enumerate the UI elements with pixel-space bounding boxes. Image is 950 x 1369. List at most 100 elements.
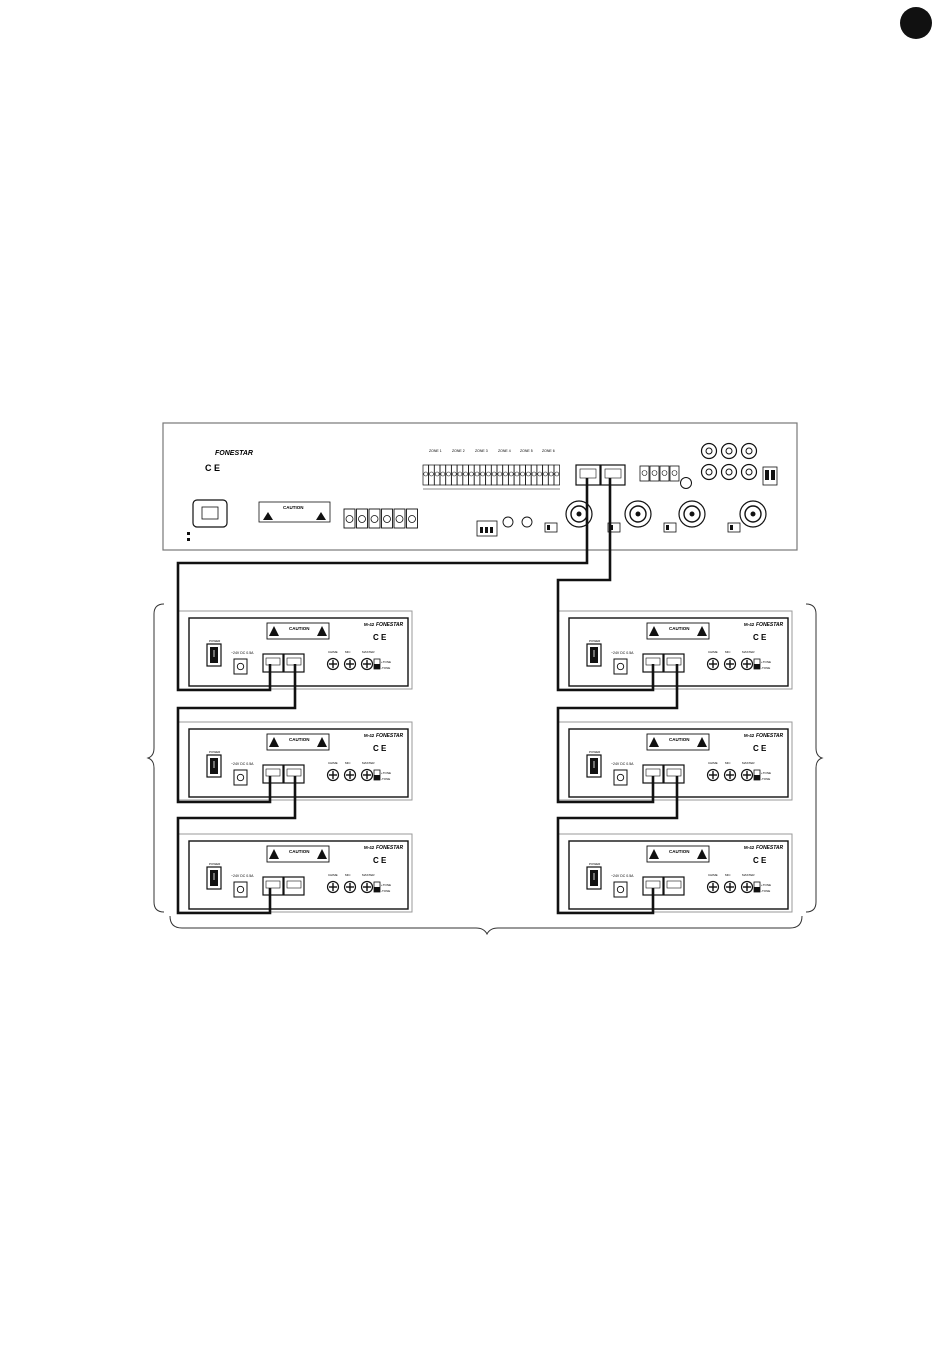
zone-label: ZONE 4 [498, 449, 511, 453]
knob-label: MASTER [362, 650, 375, 654]
knob-label: MIC [725, 873, 731, 877]
remote-link-port-out[interactable] [283, 876, 305, 896]
link-cable [176, 478, 589, 692]
trim-screw[interactable] [502, 516, 514, 528]
zone-label: ZONE 6 [542, 449, 555, 453]
remote-caution-text: CAUTION [669, 737, 690, 742]
knob-label: CHIME [328, 761, 338, 765]
remote-model: M-42 [744, 845, 755, 850]
power-label: POWER [589, 862, 601, 866]
right-brace [805, 603, 824, 913]
power-label: POWER [209, 862, 221, 866]
xlr-combo-inputs [544, 500, 767, 533]
remote-ce-mark: C E [373, 633, 387, 642]
tone-label: -TONE [381, 777, 390, 781]
remote-caution-label [266, 733, 330, 751]
bottom-brace [169, 915, 803, 936]
link-cable [176, 664, 297, 804]
left-brace [146, 603, 165, 913]
amplifier-rear-panel: FONESTAR C E CAUTION ZONE 1 ZONE 2 ZONE … [162, 422, 798, 551]
amplifier-ce-mark: C E [205, 463, 220, 473]
remote-caution-text: CAUTION [289, 737, 310, 742]
amplifier-brand: FONESTAR [215, 450, 253, 457]
power-label: POWER [209, 750, 221, 754]
input-switch[interactable] [727, 522, 741, 533]
remote-caution-label [646, 845, 710, 863]
power-label: POWER [209, 639, 221, 643]
power-label: POWER [589, 750, 601, 754]
knob-label: CHIME [328, 650, 338, 654]
remote-caution-label [266, 622, 330, 640]
link-cable [556, 776, 679, 915]
knob-label: CHIME [708, 873, 718, 877]
remote-ce-mark: C E [753, 856, 767, 865]
remote-ce-mark: C E [753, 633, 767, 642]
tone-label: +TONE [381, 660, 391, 664]
remote-model: M-42 [744, 733, 755, 738]
zone-terminal-block [422, 464, 560, 490]
power-label: POWER [589, 639, 601, 643]
link-cable [556, 478, 655, 692]
knob-label: CHIME [708, 650, 718, 654]
page-marker-circle [900, 7, 932, 39]
remote-brand: FONESTAR [756, 622, 784, 628]
link-cable [556, 664, 679, 804]
remote-ce-mark: C E [373, 744, 387, 753]
remote-caution-text: CAUTION [289, 849, 310, 854]
knob-label: CHIME [708, 761, 718, 765]
input-switch[interactable] [544, 522, 558, 533]
knob-label: MIC [725, 650, 731, 654]
remote-link-port-in[interactable] [262, 764, 284, 784]
remote-model: M-42 [364, 622, 375, 627]
remote-model: M-42 [364, 733, 375, 738]
tone-label: -TONE [381, 666, 390, 670]
remote-caution-label [266, 845, 330, 863]
dc-input-label: ~24V DC 0.5A [231, 874, 254, 878]
tone-label: +TONE [381, 883, 391, 887]
remote-link-port-out[interactable] [663, 876, 685, 896]
dc-input-label: ~24V DC 0.5A [611, 874, 634, 878]
dc-input-label: ~24V DC 0.5A [231, 651, 254, 655]
amplifier-link-port-2[interactable] [600, 464, 626, 486]
link-cable [176, 776, 297, 915]
dc-input-label: ~24V DC 0.5A [231, 762, 254, 766]
amplifier-caution-text: CAUTION [283, 505, 304, 510]
rca-jacks [680, 442, 758, 489]
remote-link-port-in[interactable] [262, 653, 284, 673]
remote-ce-mark: C E [373, 856, 387, 865]
zone-braces [146, 603, 824, 936]
remote-caution-label [646, 622, 710, 640]
power-inlet [192, 499, 228, 528]
input-switch[interactable] [607, 522, 621, 533]
remote-link-port-out[interactable] [663, 653, 685, 673]
tone-label: +TONE [761, 883, 771, 887]
remote-link-port-in[interactable] [262, 876, 284, 896]
remote-ce-mark: C E [753, 744, 767, 753]
remote-brand: FONESTAR [756, 733, 784, 739]
speaker-terminal-block [343, 508, 418, 529]
tone-label: +TONE [761, 660, 771, 664]
remote-link-port-out[interactable] [663, 764, 685, 784]
link-cables [176, 478, 679, 915]
trim-screw[interactable] [521, 516, 533, 528]
remote-brand: FONESTAR [376, 733, 404, 739]
remote-brand: FONESTAR [756, 845, 784, 851]
knob-label: MIC [345, 761, 351, 765]
knob-label: MIC [345, 650, 351, 654]
knob-label: MIC [345, 873, 351, 877]
remote-model: M-42 [364, 845, 375, 850]
knob-label: MIC [725, 761, 731, 765]
knob-label: MASTER [742, 650, 755, 654]
input-switch[interactable] [663, 522, 677, 533]
zone-label: ZONE 1 [429, 449, 442, 453]
remote-caution-text: CAUTION [669, 849, 690, 854]
level-knob[interactable] [680, 477, 692, 489]
zone-label: ZONE 5 [520, 449, 533, 453]
knob-label: MASTER [362, 873, 375, 877]
